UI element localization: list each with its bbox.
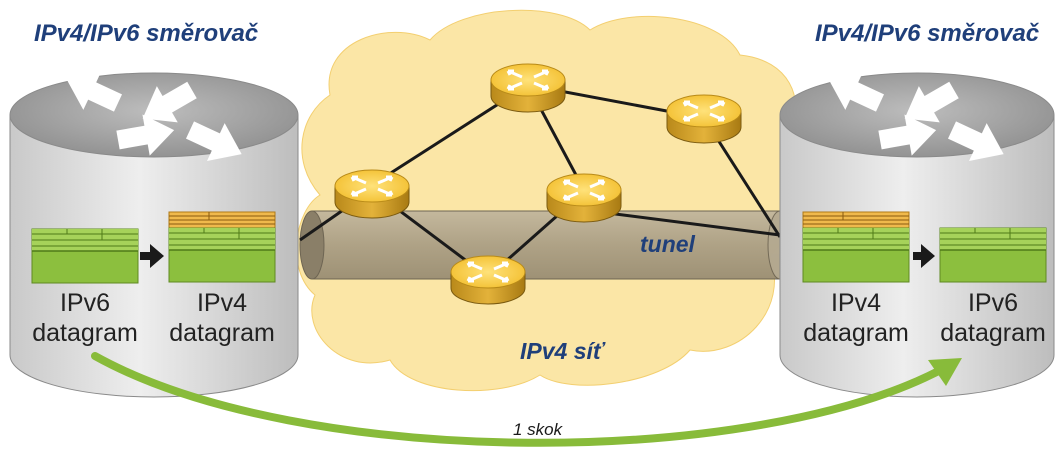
network-router-top: [489, 62, 567, 114]
network-router-bottom: [449, 254, 527, 306]
decapsulate-arrow-icon: [913, 244, 935, 268]
ipv6-datagram-block: [31, 228, 139, 284]
ipv4-network-label: IPv4 síť: [520, 338, 604, 364]
right-router-title: IPv4/IPv6 směrovač: [815, 20, 1040, 47]
network-router-center: [545, 172, 623, 224]
one-hop-arrowhead-icon: [928, 358, 962, 386]
hop-label: 1 skok: [513, 420, 563, 439]
encapsulate-arrow-icon: [140, 244, 164, 268]
ipv4-encapsulated-block: [169, 212, 275, 282]
ipv6-datagram-block: [939, 227, 1047, 283]
right-dual-stack-router: [779, 59, 1055, 398]
network-router-right: [665, 93, 743, 145]
tunnel-tube: [299, 210, 793, 280]
one-hop-arrow: [91, 352, 952, 447]
ipv4-encapsulated-block: [803, 212, 909, 282]
left-router-title: IPv4/IPv6 směrovač: [34, 20, 259, 47]
left-dual-stack-router: [9, 59, 299, 398]
tunnel-label: tunel: [640, 231, 695, 257]
network-router-left: [333, 168, 411, 220]
